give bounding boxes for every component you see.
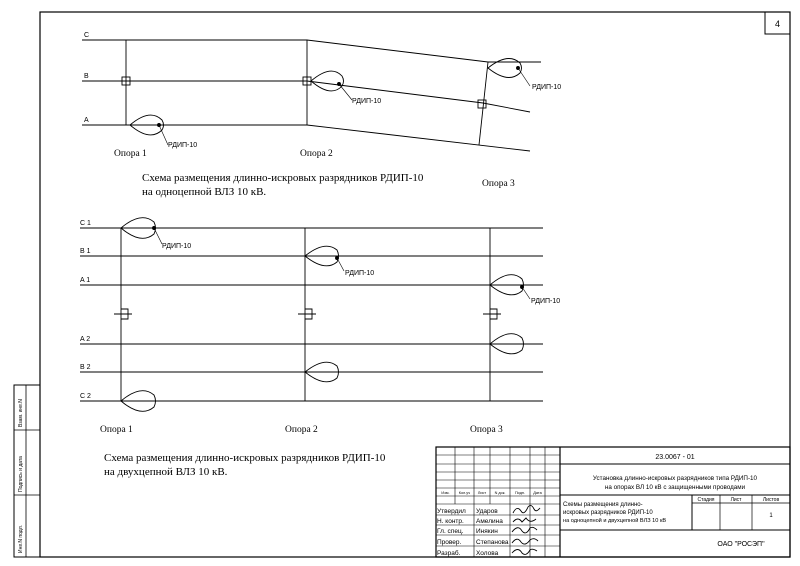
col-header-change: Изм. <box>441 491 449 495</box>
role-label: Гл. спец. <box>437 528 464 535</box>
arrester-label: РДИП-10 <box>531 298 560 305</box>
phase-line-c <box>82 39 541 63</box>
sheets-header: Листов <box>763 497 780 503</box>
signature <box>511 548 538 555</box>
insulator <box>477 99 487 109</box>
support-label-2: Опора 2 <box>285 425 318 435</box>
title-block <box>435 446 791 558</box>
role-label: Провер. <box>437 539 462 546</box>
arrester-label: РДИП-10 <box>532 84 561 91</box>
crossarm-bracket <box>298 308 316 320</box>
arrester <box>310 70 344 92</box>
role-label: Утвердил <box>437 508 466 515</box>
sheet-frame <box>39 11 791 558</box>
support-label-1: Опора 1 <box>114 149 147 159</box>
project-title-line2: на опорах ВЛ 10 кВ с защищенными провода… <box>605 484 746 491</box>
sheet-number-box <box>764 11 791 35</box>
sheet-number: 4 <box>775 19 780 29</box>
support-label-1: Опора 1 <box>100 425 133 435</box>
stamp-label-original: Инв.N подл. <box>18 525 24 553</box>
role-name: Амелина <box>476 518 503 525</box>
phase-label-a: A <box>84 117 89 124</box>
sheet-header: Лист <box>731 497 743 503</box>
phase-label-a1: A 1 <box>80 277 90 284</box>
col-header-docnum: N док. <box>495 491 506 495</box>
arrester <box>489 333 524 355</box>
doc-code: 23.0067 - 01 <box>655 454 694 461</box>
diagram2-caption-line2: на двухцепной ВЛЗ 10 кВ. <box>104 466 228 478</box>
col-header-sheet: Лист <box>478 491 487 495</box>
arrester <box>304 245 339 267</box>
phase-line-a <box>82 124 531 152</box>
crossarm-bracket <box>114 308 132 320</box>
support-label-3: Опора 3 <box>470 425 503 435</box>
sheets-value: 1 <box>769 513 773 519</box>
col-header-date: Дата <box>533 491 542 495</box>
support-3-pole <box>478 61 489 146</box>
arrester <box>487 58 522 78</box>
arrester-label: РДИП-10 <box>168 142 197 149</box>
support-label-3: Опора 3 <box>482 179 515 189</box>
col-header-count: Кол.уч <box>459 491 470 495</box>
role-label: Н. контр. <box>437 518 464 525</box>
phase-label-c1: C 1 <box>80 220 91 227</box>
arrester <box>489 274 524 296</box>
phase-label-c: C <box>84 32 89 39</box>
stamp-label-signature: Подпись и дата <box>18 456 24 492</box>
crossarm-bracket <box>483 308 501 320</box>
diagram2-caption-line1: Схема размещения длинно-искровых разрядн… <box>104 452 386 464</box>
organization: ОАО "РОСЭП" <box>717 541 765 548</box>
role-name: Холова <box>476 550 499 557</box>
side-stamp <box>13 384 41 558</box>
diagram1-caption-line1: Схема размещения длинно-искровых разрядн… <box>142 172 424 184</box>
arrester-label: РДИП-10 <box>162 243 191 250</box>
arrester-label: РДИП-10 <box>352 98 381 105</box>
sheet-title-line1: Схемы размещения длинно- <box>563 502 643 508</box>
phase-label-a2: A 2 <box>80 336 90 343</box>
signature <box>512 517 537 523</box>
signature <box>512 504 541 514</box>
project-title-line1: Установка длинно-искровых разрядников ти… <box>593 475 758 482</box>
role-name: Инякин <box>476 528 498 535</box>
support-label-2: Опора 2 <box>300 149 333 159</box>
insulator <box>121 76 131 86</box>
arrester <box>129 114 164 136</box>
stage-header: Стадия <box>697 497 714 503</box>
arrester <box>120 390 156 412</box>
arrester-label: РДИП-10 <box>345 270 374 277</box>
phase-label-b1: B 1 <box>80 248 91 255</box>
sheet-title-line2: искровых разрядников РДИП-10 <box>563 510 653 516</box>
arrester <box>304 361 339 383</box>
diagram1-caption-line2: на одноцепной ВЛЗ 10 кВ. <box>142 186 266 198</box>
signature <box>511 538 539 545</box>
sheet-title-line3: на одноцепной и двухцепной ВЛЗ 10 кВ <box>563 517 666 524</box>
phase-line-b <box>82 80 531 113</box>
signature <box>511 526 538 534</box>
diagram-double-circuit <box>80 217 543 412</box>
col-header-signature: Подп. <box>515 491 525 495</box>
role-name: Степанова <box>476 539 509 546</box>
role-label: Разраб. <box>437 549 461 557</box>
phase-label-b2: B 2 <box>80 364 91 371</box>
role-name: Ударов <box>476 508 498 515</box>
stamp-label-replace: Взам. инв.N <box>18 399 24 427</box>
diagram-single-circuit <box>82 39 541 152</box>
phase-label-c2: C 2 <box>80 393 91 400</box>
phase-label-b: B <box>84 73 89 80</box>
